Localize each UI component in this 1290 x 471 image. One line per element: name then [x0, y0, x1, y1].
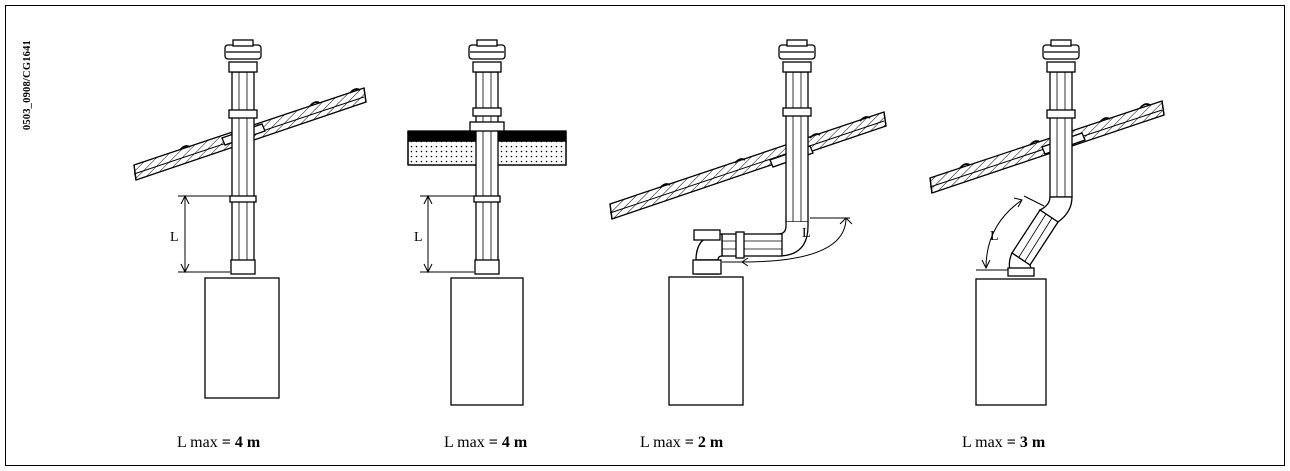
boiler-3 — [668, 276, 744, 406]
figure-4-pitched-roof-angled — [929, 39, 1165, 406]
caption-4-value: = 3 m — [1006, 434, 1046, 451]
dimension-4 — [976, 195, 1045, 271]
caption-3: L max = 2 m — [640, 434, 723, 452]
length-label-4: L — [990, 229, 999, 244]
boiler-4 — [975, 278, 1047, 406]
flue-pipe-4 — [1007, 39, 1080, 277]
roof-pitched-3 — [609, 111, 887, 220]
length-label-1: L — [170, 230, 179, 245]
caption-3-prefix: L max — [640, 434, 681, 451]
figure-2-flat-roof-straight — [407, 39, 567, 406]
length-label-3: L — [802, 226, 811, 241]
figure-3-pitched-roof-offset — [609, 39, 887, 406]
figure-1-pitched-roof-straight — [133, 39, 367, 399]
boiler-1 — [204, 277, 280, 399]
flue-pipe-3 — [692, 39, 816, 275]
caption-1-prefix: L max — [177, 434, 218, 451]
caption-4: L max = 3 m — [962, 434, 1045, 452]
flue-pipe-1 — [224, 39, 262, 275]
caption-3-value: = 2 m — [684, 434, 724, 451]
caption-1: L max = 4 m — [177, 434, 260, 452]
flue-pipe-2 — [468, 39, 506, 275]
length-label-2: L — [414, 230, 423, 245]
boiler-2 — [450, 277, 524, 406]
caption-2-prefix: L max — [444, 434, 485, 451]
caption-4-prefix: L max — [962, 434, 1003, 451]
dimension-1 — [178, 194, 230, 274]
dimension-2 — [420, 194, 474, 274]
figure-frame — [5, 5, 1285, 466]
caption-2: L max = 4 m — [444, 434, 527, 452]
caption-1-value: = 4 m — [221, 434, 261, 451]
dimension-3 — [722, 217, 853, 267]
caption-2-value: = 4 m — [488, 434, 528, 451]
